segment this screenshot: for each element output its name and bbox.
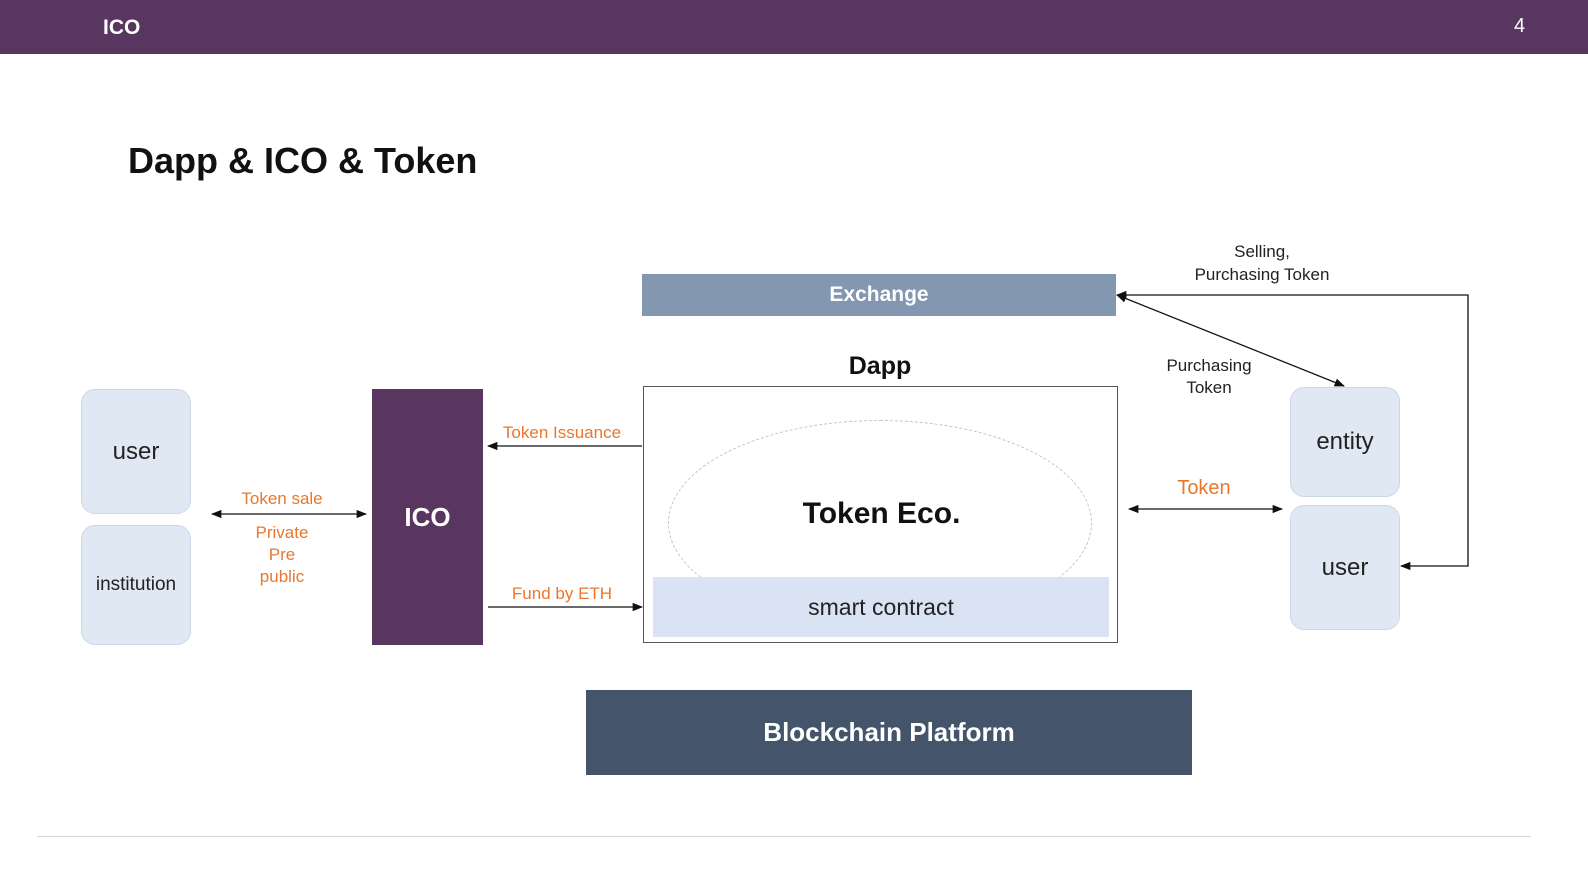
purchasing-label-line2: Token	[1186, 378, 1232, 397]
exchange-bar: Exchange	[642, 274, 1116, 316]
purchasing-label-line1: Purchasing	[1166, 356, 1252, 375]
token-flow-label: Token	[1177, 477, 1231, 499]
institution-label: institution	[95, 574, 177, 595]
institution-box: institution	[81, 525, 191, 645]
user-label-left: user	[112, 437, 160, 465]
fund-by-eth-label: Fund by ETH	[511, 584, 613, 603]
token-eco-label: Token Eco.	[802, 497, 961, 530]
exchange-label: Exchange	[829, 283, 929, 306]
section-title: ICO	[103, 16, 141, 39]
page-number: 4	[1514, 15, 1526, 37]
ico-box: ICO	[372, 389, 483, 645]
selling-label-line1: Selling,	[1234, 242, 1290, 261]
user-label-right: user	[1321, 553, 1369, 581]
dapp-box: Token Eco. smart contract	[643, 386, 1118, 643]
user-box-left: user	[81, 389, 191, 514]
user-box-right: user	[1290, 505, 1400, 630]
slide-title: Dapp & ICO & Token	[128, 140, 478, 181]
entity-box: entity	[1290, 387, 1400, 497]
token-issuance-label: Token Issuance	[502, 423, 622, 442]
blockchain-platform-box: Blockchain Platform	[586, 690, 1192, 775]
blockchain-platform-label: Blockchain Platform	[763, 717, 1015, 747]
smart-contract-label: smart contract	[808, 593, 954, 620]
selling-label-line2: Purchasing Token	[1194, 265, 1330, 284]
entity-label: entity	[1316, 428, 1374, 455]
footer-divider	[37, 836, 1531, 837]
selling-purchasing-arrow	[1115, 290, 1469, 571]
header-bar: ICO 4	[0, 0, 1588, 54]
smart-contract-box: smart contract	[653, 577, 1109, 637]
token-sale-public: public	[259, 567, 305, 586]
token-sale-private: Private	[255, 523, 309, 542]
token-sale-label: Token sale	[241, 489, 323, 508]
dapp-label: Dapp	[848, 352, 912, 380]
token-sale-pre: Pre	[268, 545, 296, 564]
ico-box-label: ICO	[404, 501, 451, 532]
